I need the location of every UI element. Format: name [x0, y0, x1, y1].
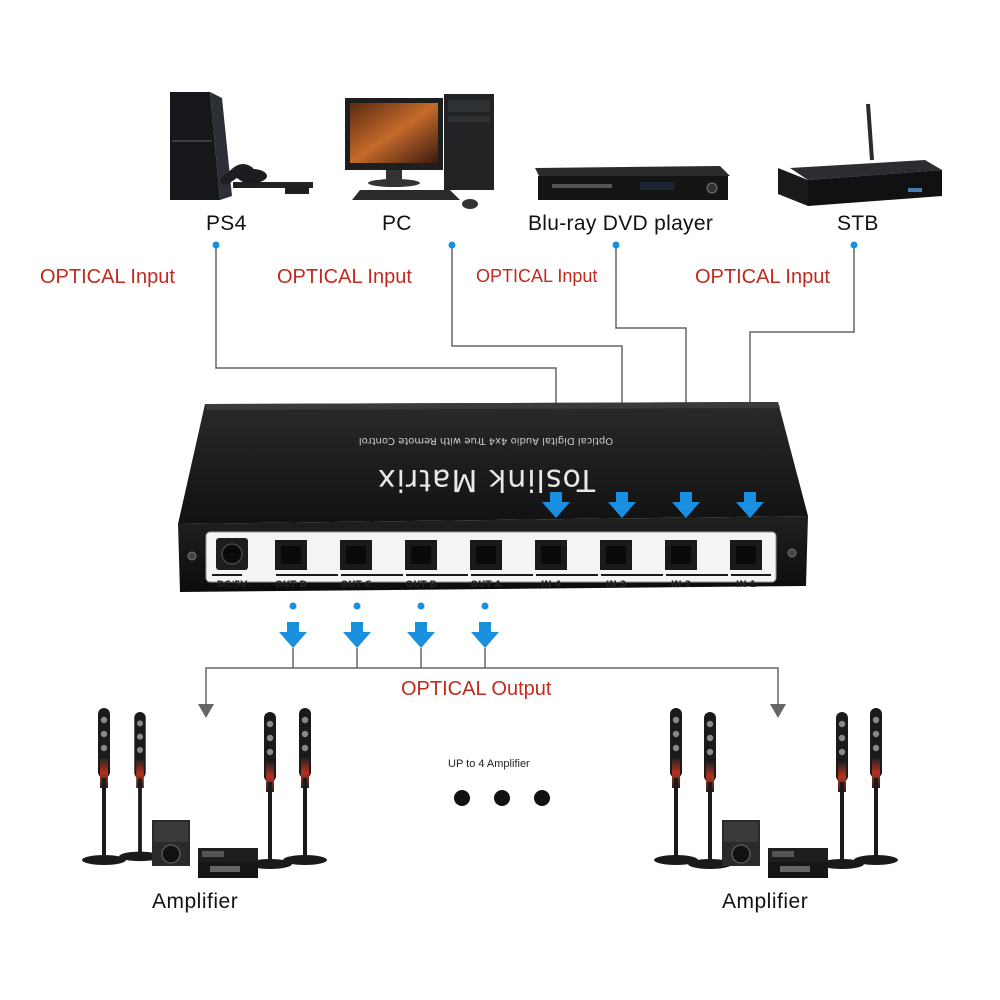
port-label-dc: DC/5V	[217, 580, 248, 590]
input-line-dots	[212, 241, 858, 249]
port-label-in-2: IN 2	[671, 580, 691, 590]
output-arrows	[279, 622, 499, 648]
port-label-in-1: IN 1	[736, 580, 756, 590]
amplifier-label-left: Amplifier	[152, 890, 239, 913]
device-port-jacks	[216, 538, 762, 570]
port-underline-bars	[212, 574, 771, 576]
amplifier-count-note: UP to 4 Amplifier	[448, 758, 530, 770]
source-label-pc: PC	[382, 212, 412, 235]
device-subtitle: Optical Digital Audio 4x4 True with Remo…	[359, 435, 613, 446]
output-connection-lines	[205, 648, 779, 706]
optical-input-label-1: OPTICAL Input	[40, 266, 175, 288]
port-label-out-a: OUT A	[470, 580, 501, 590]
optical-output-label: OPTICAL Output	[401, 678, 552, 700]
pc-desktop-icon	[345, 94, 494, 209]
port-label-out-b: OUT B	[405, 580, 436, 590]
source-label-ps4: PS4	[206, 212, 247, 235]
ps4-console-icon	[170, 92, 313, 200]
port-label-in-4: IN 4	[541, 580, 561, 590]
device-name: Toslink Matrix	[377, 462, 596, 497]
optical-input-label-2: OPTICAL Input	[277, 266, 412, 288]
port-label-in-3: IN 3	[606, 580, 626, 590]
optical-input-label-4: OPTICAL Input	[695, 266, 830, 288]
port-label-out-d: OUT D	[275, 580, 307, 590]
amplifier-label-right: Amplifier	[722, 890, 809, 913]
output-line-dots	[289, 602, 489, 610]
stb-box-icon	[778, 103, 942, 206]
output-gray-arrows	[198, 704, 786, 718]
bluray-player-icon	[535, 166, 730, 200]
amplifier-right-icon	[654, 708, 898, 879]
source-label-bluray: Blu-ray DVD player	[528, 212, 714, 235]
optical-input-label-3: OPTICAL Input	[476, 266, 598, 286]
port-label-out-c: OUT C	[341, 580, 372, 590]
input-arrows	[542, 492, 764, 518]
ellipsis-dots	[454, 790, 550, 806]
source-label-stb: STB	[837, 212, 879, 235]
amplifier-left-icon	[82, 708, 327, 879]
